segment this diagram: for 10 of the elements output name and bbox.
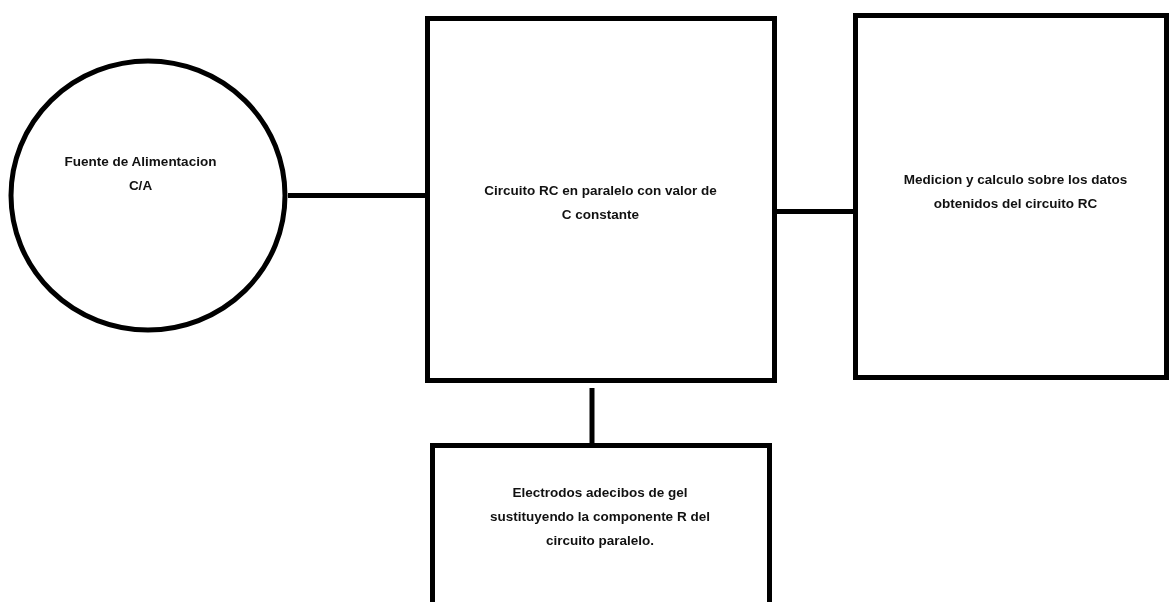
- node-text: Medicion y calculo sobre los datos obtenidos del circuito RC: [902, 171, 1129, 213]
- process-box: [430, 443, 772, 602]
- node-text: Fuente de Alimentacion C/A: [63, 153, 218, 195]
- process-box: [853, 13, 1169, 380]
- connector-line: [589, 388, 595, 443]
- node-text: Electrodos adecibos de gel sustituyendo la componente R del circuito paralelo.: [489, 484, 711, 550]
- node-text: Circuito RC en paralelo con valor de C constante: [483, 182, 718, 224]
- connector-line: [288, 193, 425, 198]
- connector-line: [777, 209, 853, 214]
- process-box: [425, 16, 777, 383]
